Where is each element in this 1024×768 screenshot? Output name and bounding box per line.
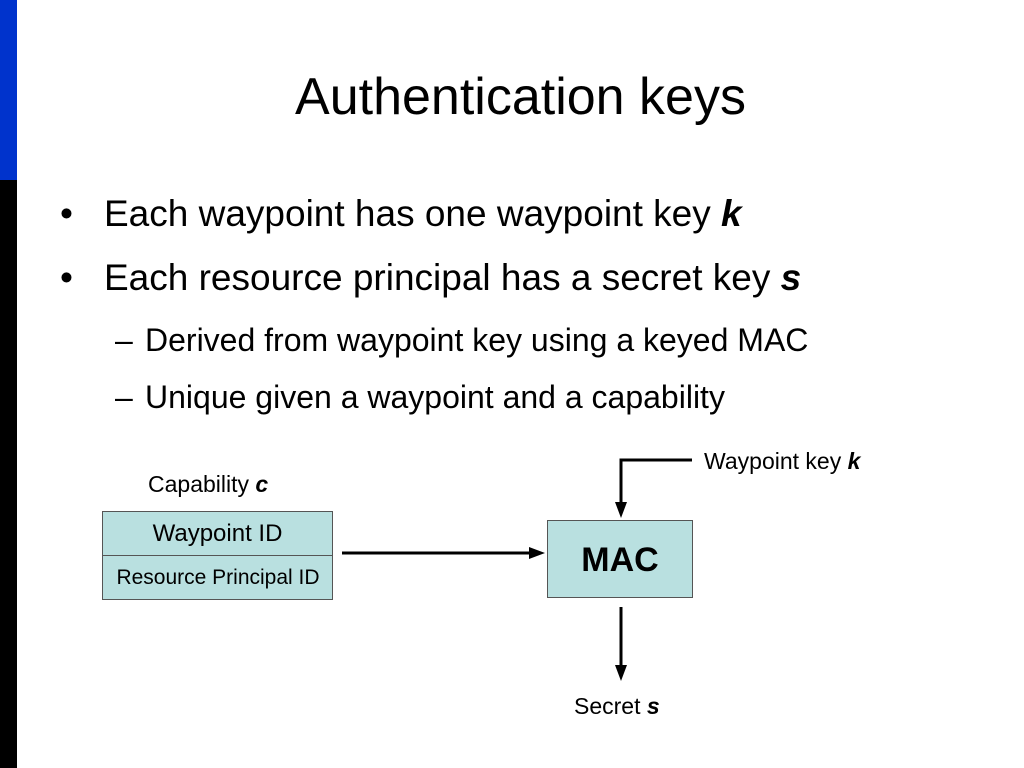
capability-box: Waypoint ID Resource Principal ID bbox=[102, 511, 333, 600]
sub-bullet-marker: – bbox=[115, 322, 133, 358]
sub-bullet-text: Derived from waypoint key using a keyed … bbox=[145, 322, 809, 358]
bullet-variable: s bbox=[780, 257, 802, 298]
bullet-marker: • bbox=[60, 257, 73, 298]
capability-label: Capability c bbox=[148, 471, 269, 497]
sub-bullet-text: Unique given a waypoint and a capability bbox=[145, 379, 725, 415]
secret-variable: s bbox=[646, 693, 660, 719]
arrow-line bbox=[619, 458, 692, 504]
capability-row-resource-principal-id: Resource Principal ID bbox=[116, 566, 320, 589]
arrow-capability-to-mac bbox=[342, 547, 545, 559]
capability-row-waypoint-id: Waypoint ID bbox=[103, 512, 332, 556]
arrow-mac-to-secret bbox=[615, 607, 627, 681]
secret-label: Secret s bbox=[574, 693, 660, 719]
slide-title: Authentication keys bbox=[295, 68, 746, 126]
bullet-variable: k bbox=[721, 193, 742, 234]
bullet-text: Each waypoint has one waypoint key k bbox=[104, 193, 742, 234]
arrow-head bbox=[529, 547, 545, 559]
slide-accent-bar-black bbox=[0, 180, 17, 768]
sub-bullet-marker: – bbox=[115, 379, 133, 415]
waypoint-key-variable: k bbox=[847, 448, 861, 474]
mac-box: MAC bbox=[547, 520, 693, 598]
arrow-head bbox=[615, 665, 627, 681]
capability-variable: c bbox=[255, 471, 269, 497]
waypoint-key-label: Waypoint key k bbox=[704, 448, 861, 474]
arrow-waypoint-key-to-mac bbox=[615, 458, 692, 518]
bullet-marker: • bbox=[60, 193, 73, 234]
slide-accent-bar-blue bbox=[0, 0, 17, 180]
bullet-text: Each resource principal has a secret key… bbox=[104, 257, 802, 298]
arrow-head bbox=[615, 502, 627, 518]
